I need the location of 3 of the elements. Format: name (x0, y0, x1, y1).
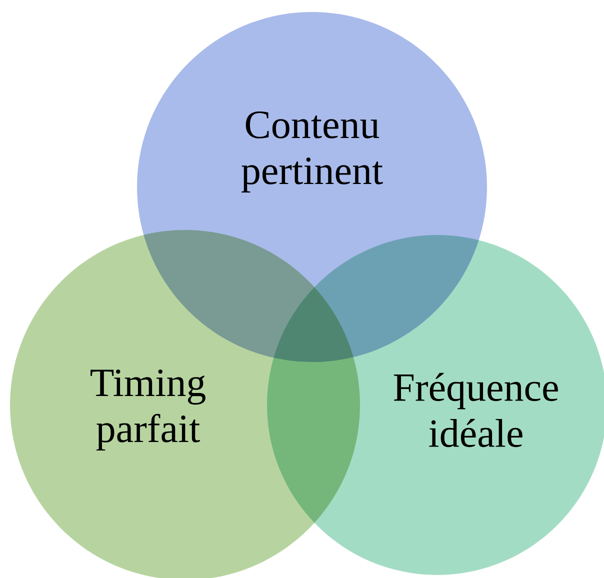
circle-label: Contenu pertinent (242, 112, 383, 192)
circle-label: Timing parfait (90, 370, 206, 450)
circle-label: Fréquence idéale (394, 372, 558, 448)
